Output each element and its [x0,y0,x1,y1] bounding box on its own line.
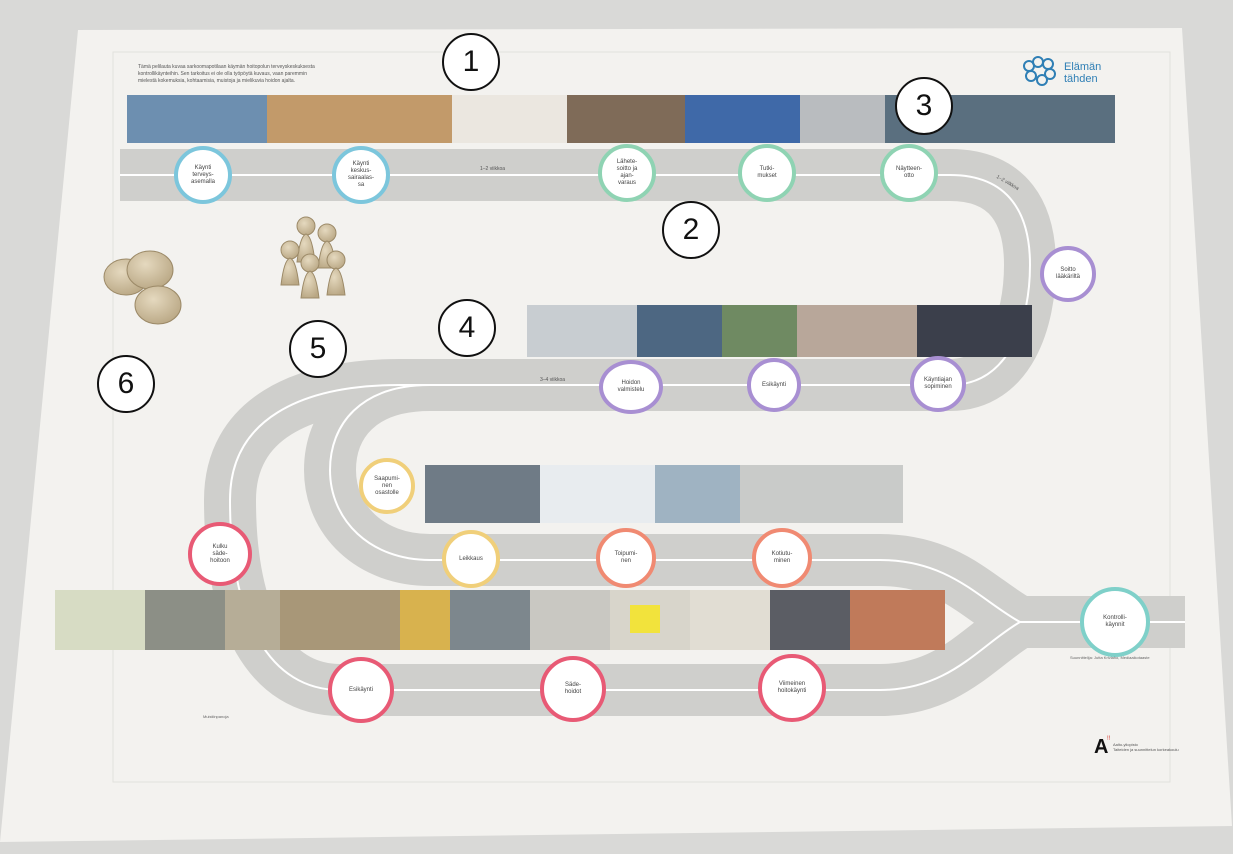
board-frame [112,51,1171,783]
photo-map [722,305,797,357]
photo-phone [567,95,685,143]
stop-viimeinen-hoitokaynti[interactable]: Viimeinen hoitokäynti [758,654,826,722]
photo-nurse [637,305,722,357]
flower-logo-icon [1023,56,1056,86]
stop-soitto-laakarilta[interactable]: Soitto lääkäriltä [1040,246,1096,302]
photo-apartment [267,95,452,143]
intro-text-line: Tämä pelilauta kuvaa sarkoomapotilaan kä… [138,64,315,70]
intro-text-line: mielestä kokemuksia, kohtaamisia, muisto… [138,78,296,84]
stop-sadehoidot[interactable]: Säde- hoidot [540,656,606,722]
duration-label: 3–4 viikkoa [540,377,566,383]
callout-4: 4 [438,299,496,357]
stop-leikkaus[interactable]: Leikkaus [442,530,500,588]
stop-tutkimukset[interactable]: Tutki- mukset [738,144,796,202]
photo-mri [690,590,770,650]
photo-office [797,305,917,357]
photo-document [55,590,145,650]
pawn[interactable] [280,240,300,286]
stop-lahetesoitto[interactable]: Lähete- soitto ja ajan- varaus [598,144,656,202]
photo-scanner [530,590,610,650]
wooden-pawns [280,216,346,299]
duration-label: 1–2 viikkoa [480,166,506,172]
intro-text-line: kontrollikäynteihin. Sen tarkoitus ei ol… [138,71,307,77]
photo-letter [452,95,567,143]
stop-keskussairaala[interactable]: Käynti keskus- sairaalas- sa [332,146,390,204]
callout-6: 6 [97,355,155,413]
photo-note [400,590,450,650]
notes-label: Muistiinpanoja [203,714,229,719]
stop-kulku-sadehoitoon[interactable]: Kulku säde- hoitoon [188,522,252,586]
stop-naytteenotto[interactable]: Näytteen- otto [880,144,938,202]
photo-postit-yellow [630,605,660,633]
callout-3: 3 [895,77,953,135]
photo-ward [527,305,637,357]
stop-esikaynti-1[interactable]: Esikäynti [747,358,801,412]
callout-2: 2 [662,201,720,259]
photo-reception [425,465,540,523]
photo-hospital [685,95,800,143]
callout-5: 5 [289,320,347,378]
photo-chairs [740,465,903,523]
photo-fabric [850,590,945,650]
callout-1: 1 [442,33,500,91]
photo-building [127,95,267,143]
credit-text: Suunnittelija: Jutta Kriviaho, Mediaaiko… [1070,655,1150,660]
stop-esikaynti-2[interactable]: Esikäynti [328,657,394,723]
photo-desk [770,590,850,650]
photo-corridor [655,465,740,523]
stop-kayntiajan-sopiminen[interactable]: Käyntiajan sopiminen [910,356,966,412]
logo-text: Elämän tähden [1064,61,1102,85]
photo-lab [800,95,885,143]
aalto-logo-superscript: !! [1107,736,1111,742]
stop-toipuminen[interactable]: Toipumi- nen [596,528,656,588]
photo-screen [917,305,1032,357]
photo-machine [450,590,530,650]
aalto-logo-mark: A [1094,736,1109,758]
pawn[interactable] [326,250,346,296]
stop-hoidon-valmistelu[interactable]: Hoidon valmistelu [599,360,663,414]
pawn[interactable] [300,253,320,299]
photo-whiteboard [540,465,655,523]
aalto-text: Aalto-yliopisto Taiteiden ja suunnittelu… [1113,742,1179,752]
photo-tools [280,590,400,650]
token[interactable] [126,250,174,290]
token[interactable] [134,285,182,325]
wooden-tokens [103,250,182,325]
photo-device [145,590,225,650]
stop-kontrollikaynnit[interactable]: Kontrolli- käynnit [1080,587,1150,657]
stop-terveysasema[interactable]: Käynti terveys- asemalla [174,146,232,204]
stop-kotiutuminen[interactable]: Kotiutu- minen [752,528,812,588]
stop-saapuminen-osastolle[interactable]: Saapumi- nen osastolle [359,458,415,514]
